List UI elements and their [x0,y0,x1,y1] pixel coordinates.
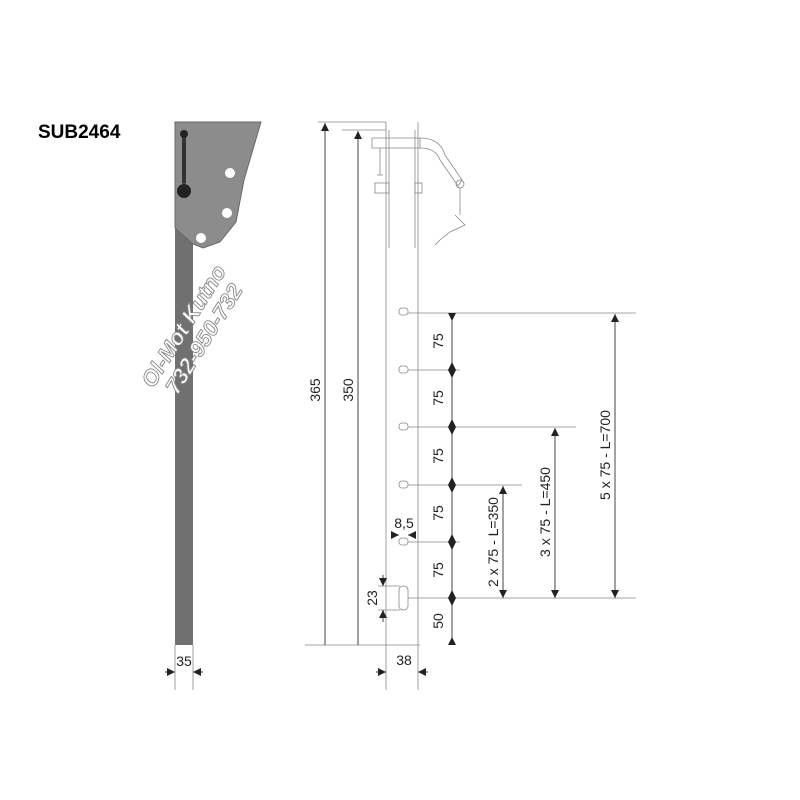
dim-span-3: 3 x 75 - L=450 [537,467,553,557]
dim-spacing: 75 [430,562,446,578]
side-view-bracket [174,121,262,645]
hole [222,208,232,218]
dim-span-5: 5 x 75 - L=700 [597,410,613,500]
dim-slot-width: 8,5 [394,515,414,531]
product-code: SUB2464 [38,122,121,143]
dim-bottom: 50 [430,613,446,629]
front-view-post [371,122,466,690]
dim-pin-height: 23 [364,590,380,606]
dim-spacing: 75 [430,333,446,349]
slots [398,307,409,611]
dim-inner-height: 350 [340,378,356,402]
slot [182,132,186,184]
dim-spacing: 75 [430,390,446,406]
bolt-icon [177,184,191,198]
plate [174,121,262,249]
bar [175,122,193,645]
dim-total-height: 365 [307,378,323,402]
hole [225,168,235,178]
hole [196,233,206,243]
dim-spacing: 75 [430,448,446,464]
dim-span-2: 2 x 75 - L=350 [485,497,501,587]
spacing-chain: 75 75 75 75 75 50 [430,313,456,645]
dim-left-width: 35 [176,653,192,669]
watermark: Ol-Mot Kutno 732-950-732 [136,260,249,399]
dim-spacing: 75 [430,505,446,521]
dim-right-width: 38 [396,652,412,668]
